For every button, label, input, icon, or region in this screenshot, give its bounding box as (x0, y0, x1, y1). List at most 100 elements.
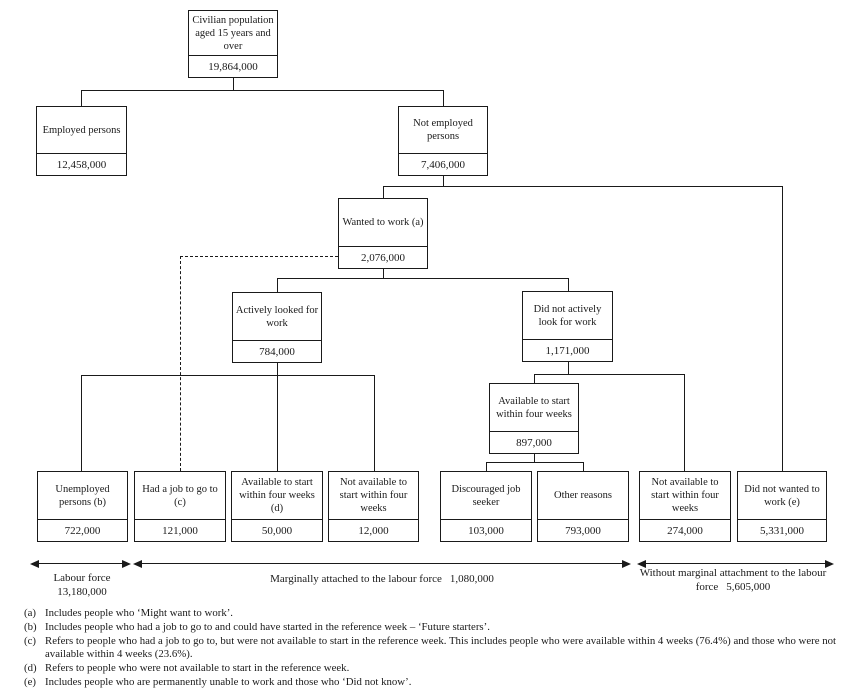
connector-line (81, 375, 375, 377)
footnote-marker: (b) (24, 620, 37, 633)
arrow-line (32, 562, 129, 565)
node-unemployed-persons: Unemployed persons (b) 722,000 (37, 471, 128, 542)
connector-line (534, 374, 685, 376)
connector-line (568, 278, 570, 291)
node-label: Available to start within four weeks (d) (239, 477, 315, 514)
node-value: 12,000 (329, 519, 418, 541)
footnote-d: (d) Refers to people who were not availa… (24, 662, 848, 676)
footnote-b: (b) Includes people who had a job to go … (24, 621, 848, 635)
connector-line (383, 186, 385, 198)
node-value: 784,000 (233, 340, 321, 362)
node-label: Not employed persons (413, 118, 473, 142)
connector-line (486, 462, 488, 471)
footnote-e: (e) Includes people who are permanently … (24, 676, 848, 690)
footnote-c: (c) Refers to people who had a job to go… (24, 635, 848, 663)
node-actively-looked-for-work: Actively looked for work 784,000 (232, 292, 322, 363)
range-label-text: Without marginal attachment to the labou… (639, 567, 827, 593)
range-label-text: Labour force (53, 572, 111, 584)
node-value: 7,406,000 (399, 153, 487, 175)
connector-line (81, 375, 83, 471)
node-label: Available to start within four weeks (496, 395, 572, 420)
footnote-marker: (e) (24, 675, 36, 688)
node-label: Discouraged job seeker (451, 483, 521, 508)
node-label: Unemployed persons (b) (55, 483, 110, 508)
connector-line (486, 462, 584, 464)
dashed-connector-line (180, 256, 181, 471)
node-wanted-to-work: Wanted to work (a) 2,076,000 (338, 198, 428, 269)
connector-line (374, 375, 376, 471)
connector-line (684, 374, 686, 471)
range-label-text: Marginally attached to the labour force (270, 573, 442, 585)
node-available-to-start-d: Available to start within four weeks (d)… (231, 471, 323, 542)
footnote-text: Refers to people who were not available … (45, 662, 350, 675)
connector-line (443, 176, 445, 186)
node-did-not-actively-look: Did not actively look for work 1,171,000 (522, 291, 613, 362)
arrowhead-left-icon (133, 559, 142, 568)
node-not-available-to-start-2: Not available to start within four weeks… (639, 471, 731, 542)
node-value: 103,000 (441, 519, 531, 541)
node-had-a-job-to-go-to: Had a job to go to (c) 121,000 (134, 471, 226, 542)
range-value: 13,180,000 (57, 585, 107, 598)
node-value: 2,076,000 (339, 246, 427, 268)
node-discouraged-job-seeker: Discouraged job seeker 103,000 (440, 471, 532, 542)
footnote-text: Refers to people who had a job to go to,… (45, 634, 837, 661)
footnote-marker: (d) (24, 662, 37, 675)
node-value: 19,864,000 (189, 55, 277, 77)
node-label: Did not actively look for work (533, 303, 602, 328)
connector-line (81, 90, 444, 92)
node-value: 722,000 (38, 519, 127, 541)
node-value: 50,000 (232, 519, 322, 541)
footnote-text: Includes people who had a job to go to a… (45, 620, 490, 633)
connector-line (277, 278, 569, 280)
footnote-text: Includes people who are permanently unab… (45, 675, 412, 688)
node-label: Had a job to go to (c) (142, 483, 218, 508)
connector-line (443, 90, 445, 106)
node-employed-persons: Employed persons 12,458,000 (36, 106, 127, 176)
arrow-line (135, 562, 629, 565)
connector-line (233, 78, 235, 90)
node-other-reasons: Other reasons 793,000 (537, 471, 629, 542)
connector-line (383, 269, 385, 278)
node-value: 5,331,000 (738, 519, 826, 541)
node-label: Not available to start within four weeks (651, 477, 719, 514)
node-value: 793,000 (538, 519, 628, 541)
node-value: 897,000 (490, 431, 578, 453)
node-not-employed-persons: Not employed persons 7,406,000 (398, 106, 488, 176)
footnote-marker: (c) (24, 634, 36, 647)
node-available-four-weeks: Available to start within four weeks 897… (489, 383, 579, 454)
connector-line (583, 462, 585, 471)
footnote-text: Includes people who ‘Might want to work’… (45, 607, 234, 619)
node-label: Employed persons (42, 124, 121, 136)
arrowhead-left-icon (30, 559, 39, 568)
node-value: 1,171,000 (523, 339, 612, 361)
node-label: Other reasons (553, 490, 613, 501)
connector-line (277, 363, 279, 375)
connector-line (534, 374, 536, 383)
range-value: 5,605,000 (726, 580, 771, 593)
node-did-not-want-to-work: Did not wanted to work (e) 5,331,000 (737, 471, 827, 542)
arrowhead-left-icon (637, 559, 646, 568)
connector-line (277, 375, 279, 471)
range-value: 1,080,000 (449, 573, 494, 585)
connector-line (383, 186, 783, 188)
connector-line (277, 278, 279, 292)
footnote-marker: (a) (24, 607, 36, 619)
arrowhead-right-icon (825, 559, 834, 568)
marginally-attached-range-arrow (133, 559, 631, 568)
node-label: Actively looked for work (235, 304, 319, 329)
node-label: Did not wanted to work (e) (744, 483, 820, 508)
node-value: 121,000 (135, 519, 225, 541)
node-label: Wanted to work (a) (342, 217, 424, 228)
arrowhead-right-icon (622, 559, 631, 568)
arrowhead-right-icon (122, 559, 131, 568)
dashed-connector-line (180, 256, 338, 257)
labour-force-range-arrow (30, 559, 131, 568)
without-attachment-range-label: Without marginal attachment to the labou… (626, 567, 840, 594)
labour-force-range-label: Labour force 13,180,000 (28, 572, 136, 599)
node-not-available-to-start: Not available to start within four weeks… (328, 471, 419, 542)
node-label: Not available to start within four weeks (339, 477, 408, 514)
node-label: Civilian population aged 15 years and ov… (192, 14, 274, 52)
marginally-attached-range-label: Marginally attached to the labour force 1… (133, 573, 631, 587)
node-civilian-population: Civilian population aged 15 years and ov… (188, 10, 278, 78)
